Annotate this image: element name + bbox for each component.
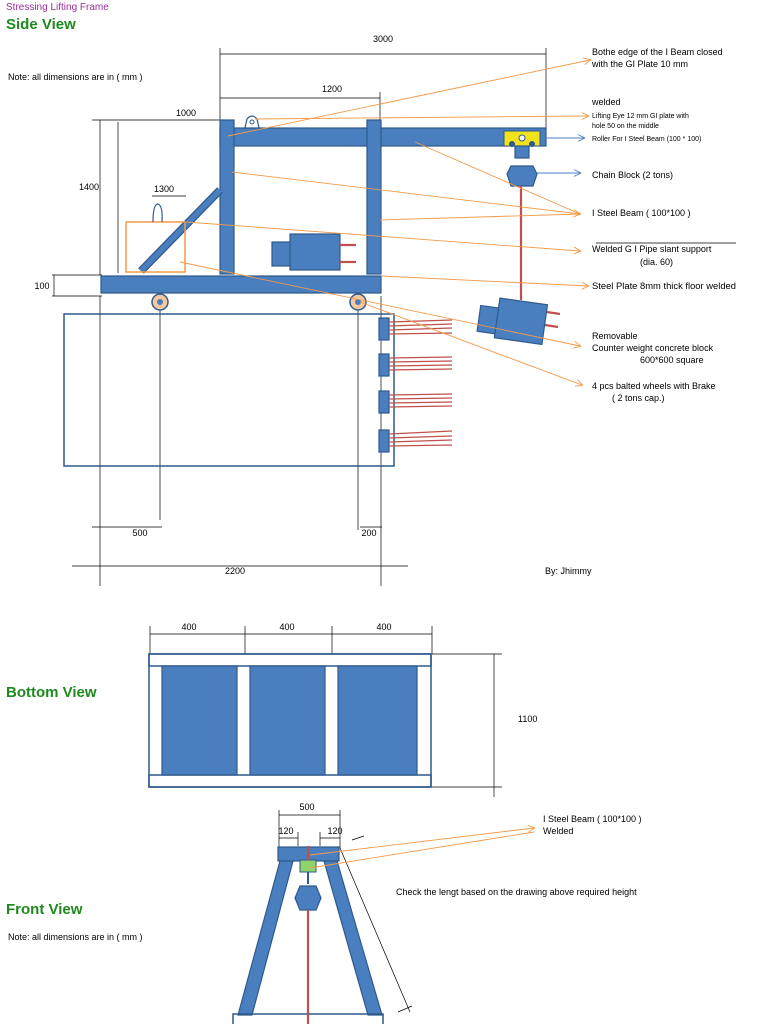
- front-view-heading: Front View: [6, 901, 83, 918]
- left-post: [219, 119, 235, 275]
- label-plate: Steel Plate 8mm thick floor welded: [592, 281, 736, 291]
- bottom-panel-2: [249, 665, 326, 776]
- label-block-1: Removable: [592, 331, 638, 341]
- page-title: Stressing Lifting Frame: [6, 2, 109, 13]
- dim-100: 100: [34, 281, 49, 291]
- front-dimension-lines: [278, 810, 413, 1013]
- dim-500: 500: [132, 528, 147, 538]
- front-check-note: Check the lengt based on the drawing abo…: [396, 887, 637, 897]
- counterweight-outline: [125, 221, 186, 273]
- front-frame: [232, 828, 534, 1024]
- strand-anchors: [378, 317, 390, 453]
- dim-1400: 1400: [79, 182, 99, 192]
- right-post: [366, 119, 382, 275]
- front-right-leg: [323, 860, 383, 1016]
- dim-1200: 1200: [322, 84, 342, 94]
- side-note: Note: all dimensions are in ( mm ): [8, 72, 143, 82]
- floor-plate: [100, 275, 382, 294]
- label-block-3: 600*600 square: [640, 355, 704, 365]
- dim-2200: 2200: [225, 566, 245, 576]
- front-dim-top: 500: [299, 802, 314, 812]
- strands: [388, 319, 453, 447]
- author: By: Jhimmy: [545, 566, 592, 576]
- bottom-panel-3: [337, 665, 418, 776]
- label-wheels-2: ( 2 tons cap.): [612, 393, 665, 403]
- side-view-heading: Side View: [6, 16, 76, 33]
- hanging-jack: [493, 297, 549, 346]
- bottom-frame: [148, 653, 432, 788]
- bottom-dim-2: 400: [279, 622, 294, 632]
- label-closed-1: Bothe edge of the I Beam closed: [592, 47, 723, 57]
- jack-body: [289, 233, 341, 271]
- label-eye-2: hole 50 on the middle: [592, 123, 659, 130]
- front-dim-left: 120: [278, 826, 293, 836]
- dim-3000: 3000: [373, 34, 393, 44]
- dim-200: 200: [361, 528, 376, 538]
- bottom-view-heading: Bottom View: [6, 684, 97, 701]
- front-label-welded: Welded: [543, 826, 573, 836]
- front-chain-block: [294, 885, 322, 911]
- label-welded: welded: [591, 97, 621, 107]
- label-chain-block: Chain Block (2 tons): [592, 170, 673, 180]
- bottom-dim-1: 400: [181, 622, 196, 632]
- bottom-panel-1: [161, 665, 238, 776]
- dim-1000: 1000: [176, 108, 196, 118]
- label-block-2: Counter weight concrete block: [592, 343, 714, 353]
- top-i-beam: [219, 127, 547, 147]
- front-label-ibeam: I Steel Beam ( 100*100 ): [543, 814, 642, 824]
- chain-block: [506, 165, 538, 187]
- slant-pipe: [139, 188, 222, 273]
- label-closed-2: with the GI Plate 10 mm: [591, 59, 688, 69]
- bottom-dim-height: 1100: [518, 714, 537, 724]
- bottom-dimension-lines: [149, 626, 502, 797]
- label-roller: Roller For I Steel Beam (100 * 100): [592, 136, 701, 143]
- front-note: Note: all dimensions are in ( mm ): [8, 932, 143, 942]
- side-frame: [63, 115, 561, 467]
- bottom-dim-3: 400: [376, 622, 391, 632]
- front-dim-right: 120: [327, 826, 342, 836]
- label-wheels-1: 4 pcs balted wheels with Brake: [592, 381, 716, 391]
- leader-lines: [179, 60, 736, 385]
- front-left-leg: [237, 860, 294, 1016]
- label-pipe-2: (dia. 60): [640, 257, 673, 267]
- front-roller: [299, 859, 317, 873]
- label-ibeam: I Steel Beam ( 100*100 ): [592, 208, 691, 218]
- dim-1300: 1300: [154, 184, 174, 194]
- label-eye-1: Lifting Eye 12 mm GI plate with: [592, 113, 689, 120]
- label-pipe-1: Welded G I Pipe slant support: [592, 244, 712, 254]
- concrete-block: [63, 313, 395, 467]
